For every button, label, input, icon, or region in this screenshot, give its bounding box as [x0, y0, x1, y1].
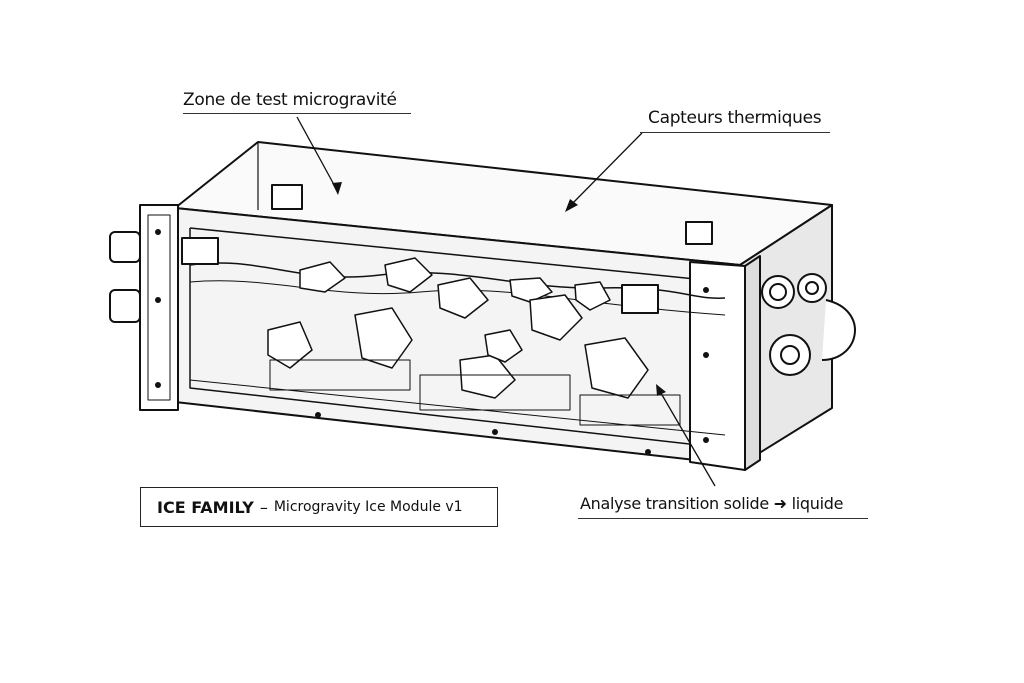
caption-subtitle: Microgravity Ice Module v1 [273, 499, 463, 515]
left-connectors [109, 231, 141, 323]
label-analyse: Analyse transition solide ➜ liquide [580, 494, 844, 513]
label-zone-test: Zone de test microgravité [183, 90, 397, 110]
caption-brand: ICE FAMILY [157, 497, 254, 517]
label-analyse-underline [578, 518, 868, 519]
right-connectors [761, 273, 856, 376]
ice-cubes [267, 257, 649, 399]
sensor-top-left [271, 184, 303, 210]
caption-box: ICE FAMILY – Microgravity Ice Module v1 [140, 487, 498, 527]
sensor-right [621, 284, 659, 314]
sensor-top-right [685, 221, 713, 245]
circuit-boards [189, 359, 726, 436]
caption-separator: – [259, 497, 268, 517]
label-capteurs-underline [640, 132, 830, 133]
water-surface [189, 262, 726, 299]
sensor-left [181, 237, 219, 265]
label-zone-test-underline [183, 113, 411, 114]
bolts [155, 229, 709, 455]
left-post [139, 204, 179, 411]
leader-lines [296, 116, 716, 487]
label-capteurs: Capteurs thermiques [648, 108, 822, 128]
